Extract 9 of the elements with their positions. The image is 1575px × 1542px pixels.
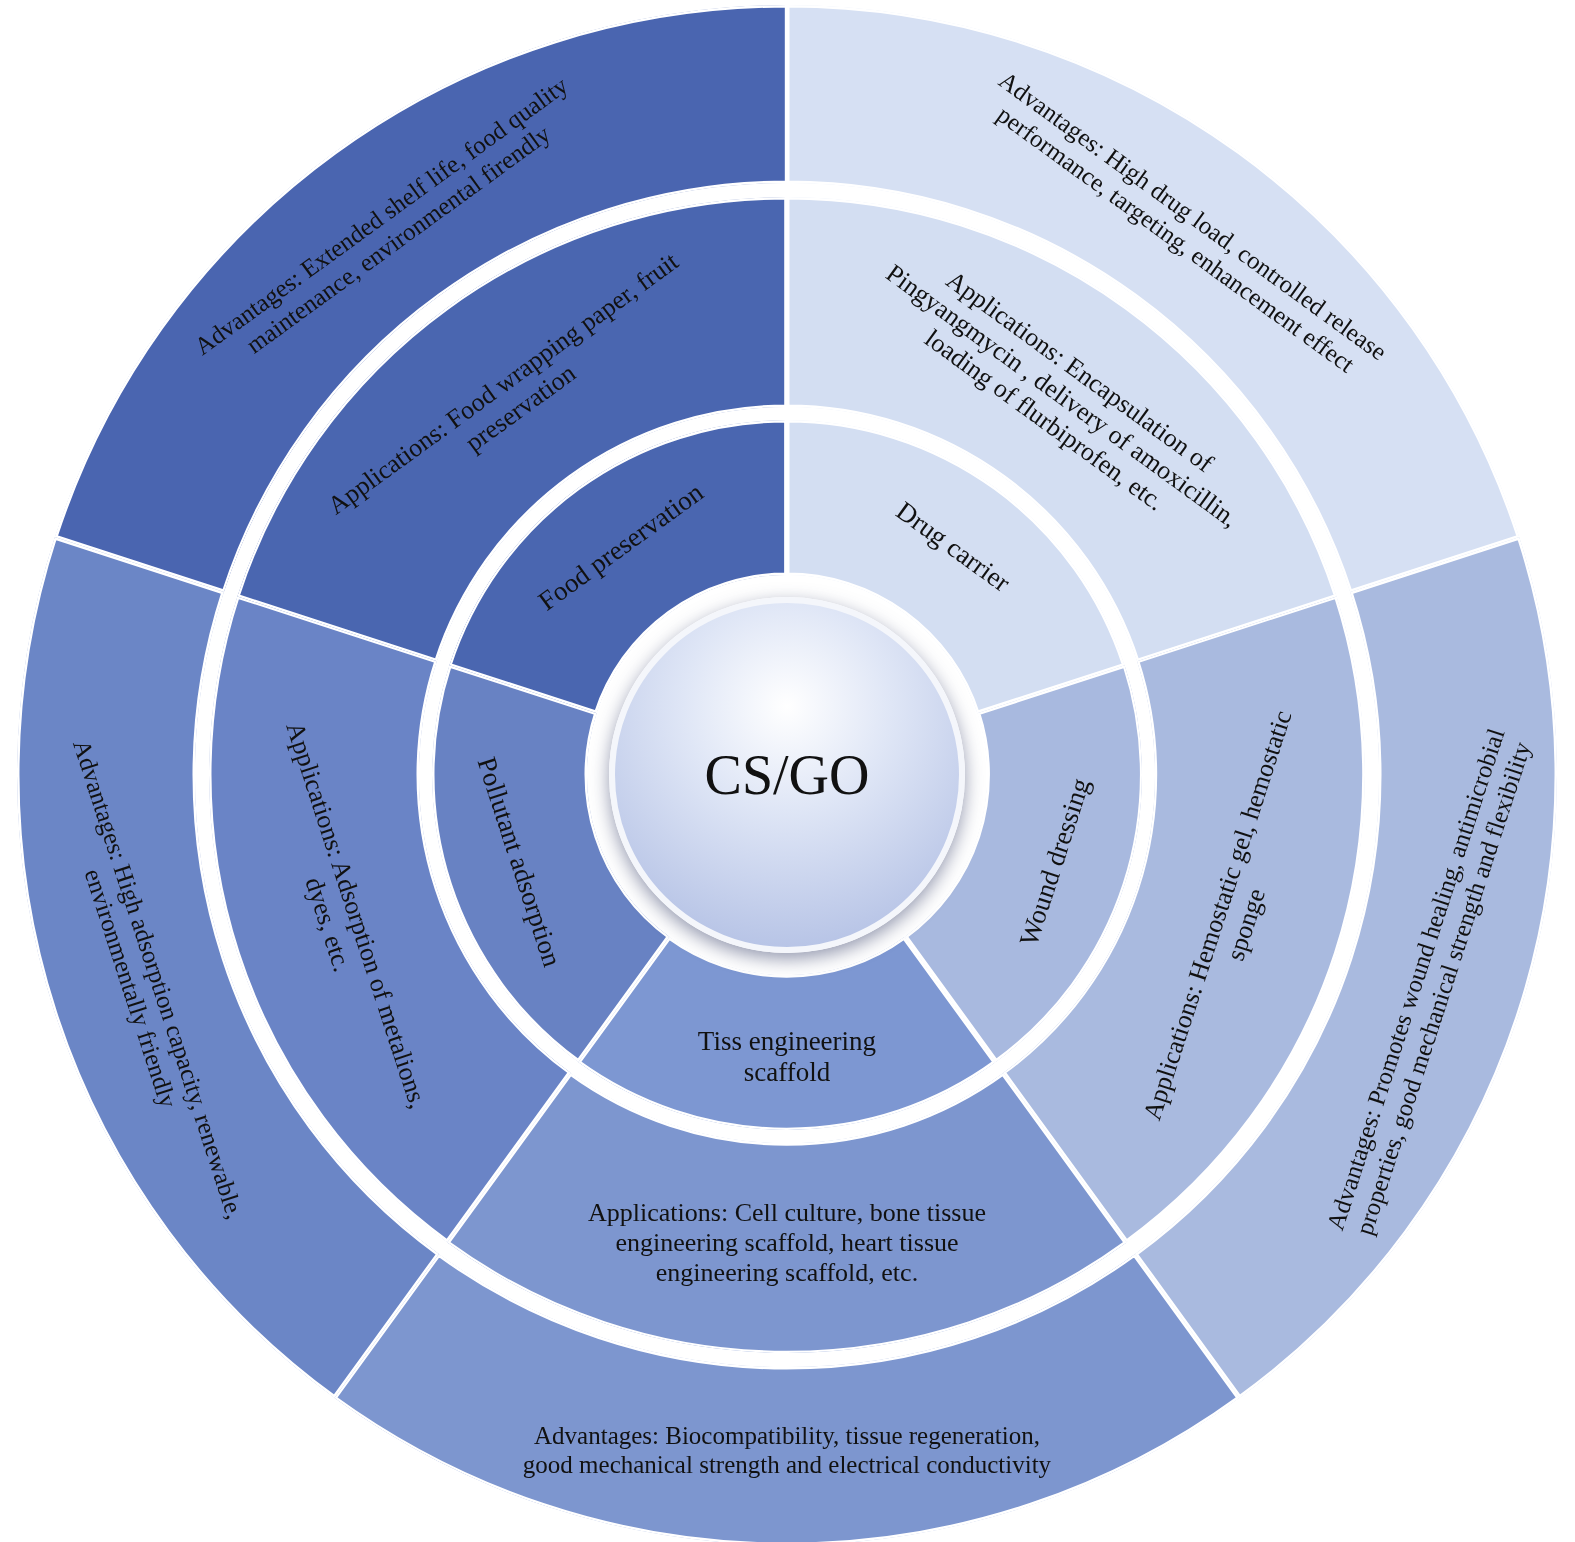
advantage-segment [1134,537,1557,1398]
center-label: CS/GO [704,743,870,808]
segment-label: Tiss engineering scaffold [696,1025,878,1089]
segment-label: Advantages: Biocompatibility, tissue regeneration, good mechanical strength and electrical conductivity [521,1422,1053,1480]
advantage-segment [17,537,439,1398]
category-segment [904,665,1142,1063]
category-segment [432,665,670,1063]
segment-label: Applications: Cell culture, bone tissue engineering scaffold, heart tissue engineering scaffold, etc. [587,1198,987,1288]
category-segment [578,936,996,1130]
